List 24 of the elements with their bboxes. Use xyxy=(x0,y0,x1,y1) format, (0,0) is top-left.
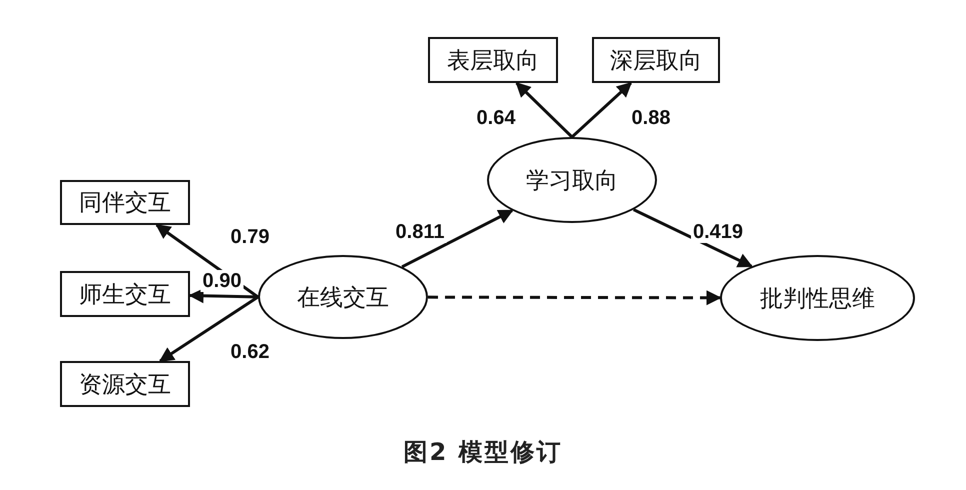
node-label: 师生交互 xyxy=(79,280,171,310)
node-label: 深层取向 xyxy=(610,46,702,76)
node-label: 表层取向 xyxy=(447,46,539,76)
edge-label: 0.419 xyxy=(690,221,746,243)
process-box xyxy=(60,271,190,317)
node-label: 批判性思维 xyxy=(760,284,875,314)
arrow xyxy=(570,82,632,138)
process-box xyxy=(60,180,190,225)
process-box xyxy=(428,37,558,83)
arrow xyxy=(401,209,514,268)
node-label: 学习取向 xyxy=(526,166,618,196)
arrow xyxy=(188,288,258,304)
arrow xyxy=(158,296,259,362)
arrow xyxy=(516,82,574,138)
edge-label: 0.90 xyxy=(200,270,244,292)
figure-caption: 图2 模型修订 xyxy=(403,438,563,466)
node-label: 在线交互 xyxy=(297,284,389,312)
node-label: 同伴交互 xyxy=(79,189,171,218)
process-box xyxy=(592,37,720,83)
process-box xyxy=(60,361,190,407)
node-label: 资源交互 xyxy=(79,370,171,400)
arrow xyxy=(632,208,753,268)
arrow xyxy=(428,290,722,306)
edge-label: 0.811 xyxy=(394,221,446,243)
